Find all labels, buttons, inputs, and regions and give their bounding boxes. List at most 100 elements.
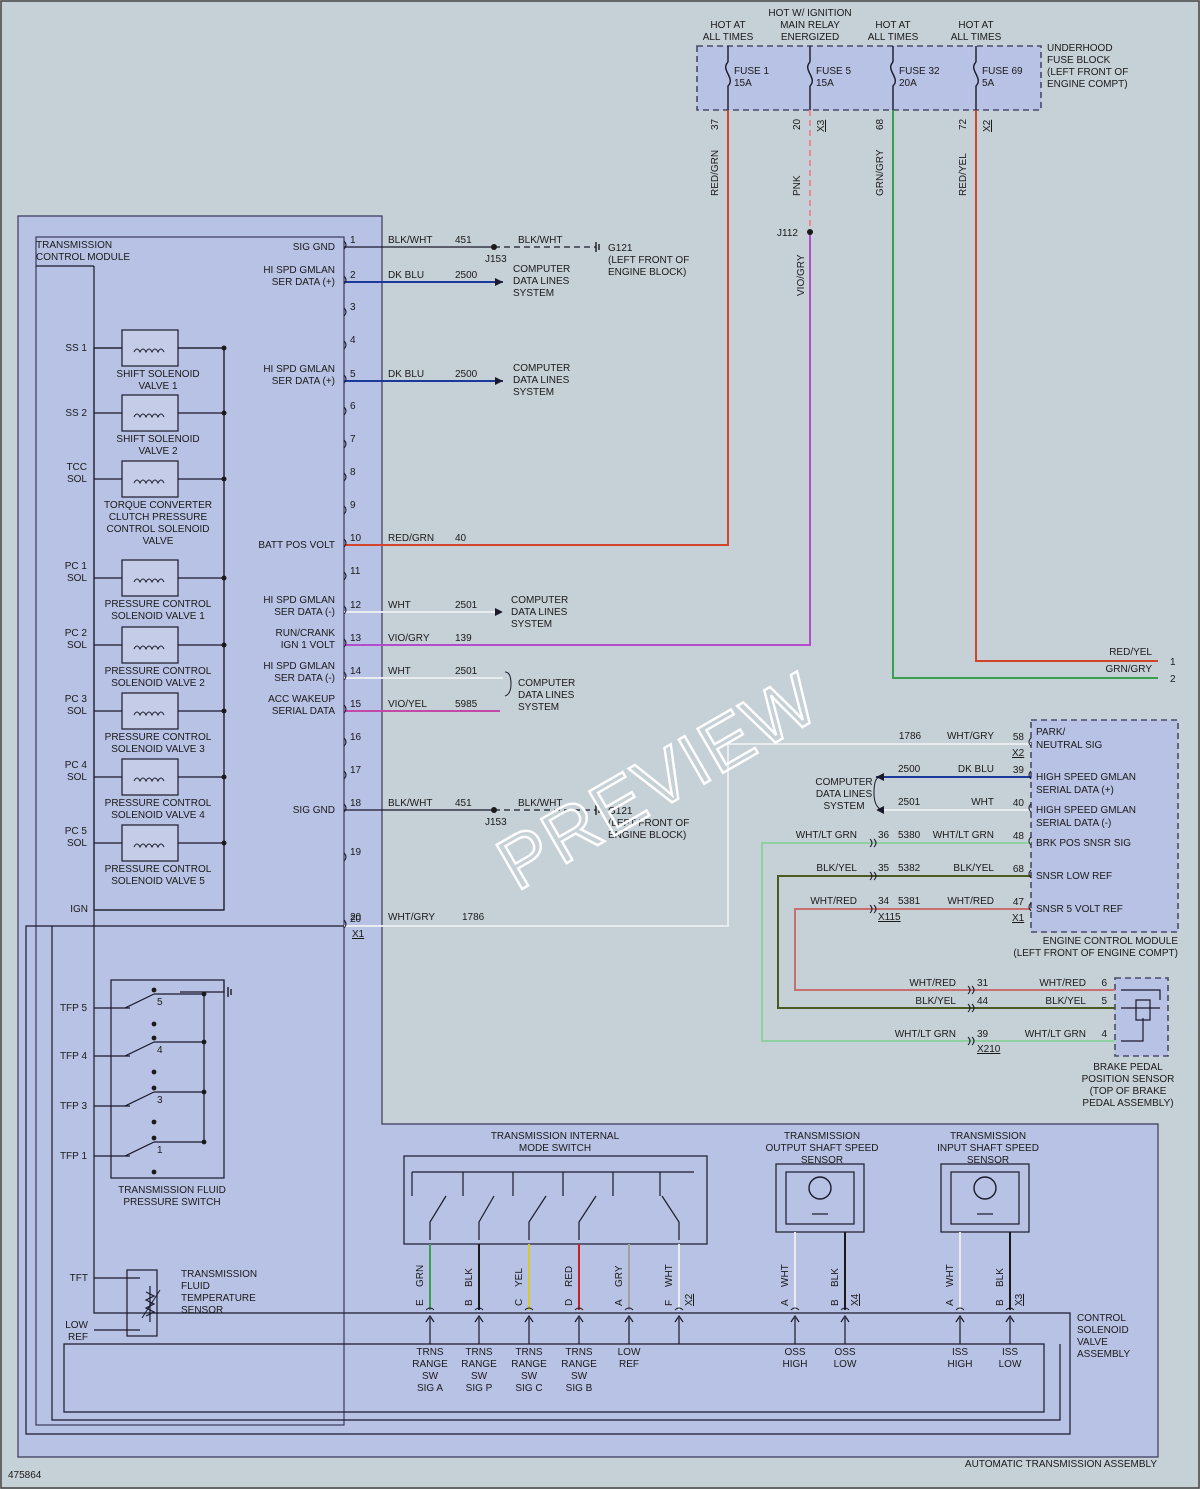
inline-left-wire: WHT/LT GRN — [796, 830, 857, 841]
bottom-signal: LOW — [834, 1359, 857, 1370]
fuse-hot-label: ALL TIMES — [951, 32, 1002, 43]
fuse-block-label: UNDERHOOD — [1047, 43, 1113, 54]
fuse-block — [696, 45, 1042, 111]
fuse-rating: 5A — [982, 78, 995, 89]
ecm-pin-number: 47 — [1013, 897, 1025, 908]
fuse-name: FUSE 5 — [816, 66, 851, 77]
bottom-signal: SIG B — [566, 1383, 593, 1394]
ecm-pin-label: BRK POS SNSR SIG — [1036, 838, 1131, 849]
bottom-letter: A — [614, 1299, 625, 1306]
tcm-pin-19: 19 — [343, 847, 362, 862]
fuse-hot-label: HOT AT — [958, 20, 993, 31]
fuse-wire: RED/GRN — [710, 150, 721, 196]
ecm-pin-label: SNSR 5 VOLT REF — [1036, 904, 1123, 915]
brake-sensor-box — [1114, 977, 1169, 1057]
ecm-wire: WHT/GRY — [947, 731, 994, 742]
bottom-letter: B — [464, 1299, 475, 1306]
tcm-pin-16: 16 — [343, 732, 362, 747]
cdl-label: DATA LINES — [511, 607, 568, 618]
oss-name: OUTPUT SHAFT SPEED — [766, 1143, 879, 1154]
pin-label: RUN/CRANK — [276, 628, 336, 639]
pin-label: IGN 1 VOLT — [281, 640, 335, 651]
circuit-number: 40 — [455, 533, 467, 544]
brake-wire-right: WHT/RED — [1039, 978, 1086, 989]
pin-label: HI SPD GMLAN — [263, 265, 335, 276]
solenoid-name: SOLENOID VALVE 4 — [111, 810, 205, 821]
cdl-label: SYSTEM — [513, 288, 554, 299]
fuse-wire: RED/YEL — [958, 153, 969, 196]
tfp-label: TFP 1 — [60, 1151, 87, 1162]
pin-number: 18 — [350, 798, 362, 809]
bottom-wire: BLK — [830, 1268, 841, 1287]
tfp-position-3: TFP 33 — [60, 1085, 207, 1125]
pin-label: HI SPD GMLAN — [263, 661, 335, 672]
output-number: 2 — [1170, 674, 1176, 685]
solenoid-pin: PC 1 — [65, 561, 88, 572]
pin-label: HI SPD GMLAN — [263, 595, 335, 606]
fuse-hot-label: ALL TIMES — [868, 32, 919, 43]
bottom-signal: RANGE — [461, 1359, 497, 1370]
tfp-number: 3 — [157, 1095, 163, 1106]
tfp-number: 5 — [157, 997, 163, 1008]
tcm-pin-7: 7 — [343, 434, 356, 449]
pin-number: 20 — [350, 914, 362, 925]
solenoid-pin: PC 2 — [65, 628, 88, 639]
bottom-signal: HIGH — [948, 1359, 973, 1370]
pin-number: 10 — [350, 533, 362, 544]
solenoid-pin: SOL — [67, 706, 87, 717]
tfp-label: TFP 4 — [60, 1051, 87, 1062]
pin-number: 3 — [350, 302, 356, 313]
iss-name: SENSOR — [967, 1155, 1009, 1166]
tfp-label: TFP 5 — [60, 1003, 87, 1014]
solenoid-pin: PC 4 — [65, 760, 88, 771]
cdl-label: COMPUTER — [518, 678, 575, 689]
pin-label: ACC WAKEUP — [268, 694, 335, 705]
csv-label: VALVE — [1077, 1337, 1108, 1348]
ecm-box — [1030, 719, 1179, 933]
solenoid-name: VALVE 2 — [138, 446, 178, 457]
footer-label: AUTOMATIC TRANSMISSION ASSEMBLY — [965, 1459, 1157, 1470]
fuse-hot-label: MAIN RELAY — [780, 20, 840, 31]
wire-color: WHT — [388, 600, 411, 611]
pin-label: BATT POS VOLT — [258, 540, 335, 551]
bottom-letter: D — [564, 1299, 575, 1306]
bottom-signal: SIG A — [417, 1383, 443, 1394]
tcm-pin-11: 11 — [343, 566, 361, 581]
brake-pin-number: 4 — [1101, 1029, 1107, 1040]
tfp-switch-box — [110, 979, 225, 1179]
brake-sensor-name: BRAKE PEDAL — [1093, 1062, 1163, 1073]
solenoid-pin: SS 2 — [65, 408, 87, 419]
bottom-signal: SW — [571, 1371, 588, 1382]
wire-color: BLK/WHT — [388, 235, 432, 246]
pin-number: 14 — [350, 666, 362, 677]
cdl-label: DATA LINES — [513, 375, 570, 386]
pin-number: 5 — [350, 369, 356, 380]
tft-name: TRANSMISSION — [181, 1269, 257, 1280]
cdl-label: COMPUTER — [815, 777, 872, 788]
tft-name: FLUID — [181, 1281, 210, 1292]
mode-switch-box — [403, 1155, 708, 1245]
solenoid-name: PRESSURE CONTROL — [105, 732, 212, 743]
bottom-signal: SIG P — [466, 1383, 493, 1394]
tft-name: SENSOR — [181, 1305, 223, 1316]
tfp-name: TRANSMISSION FLUID — [118, 1185, 226, 1196]
ground-wire: BLK/WHT — [518, 798, 562, 809]
mode-switch-contacts — [411, 1171, 694, 1240]
ecm-circuit: 5380 — [898, 830, 921, 841]
bottom-signal: RANGE — [511, 1359, 547, 1370]
pin-number: 11 — [350, 566, 361, 577]
wire-color: VIO/YEL — [388, 699, 427, 710]
brake-sensor-name: POSITION SENSOR — [1082, 1074, 1175, 1085]
ecm-circuit: 2500 — [898, 764, 921, 775]
solenoid-pin: PC 5 — [65, 826, 88, 837]
